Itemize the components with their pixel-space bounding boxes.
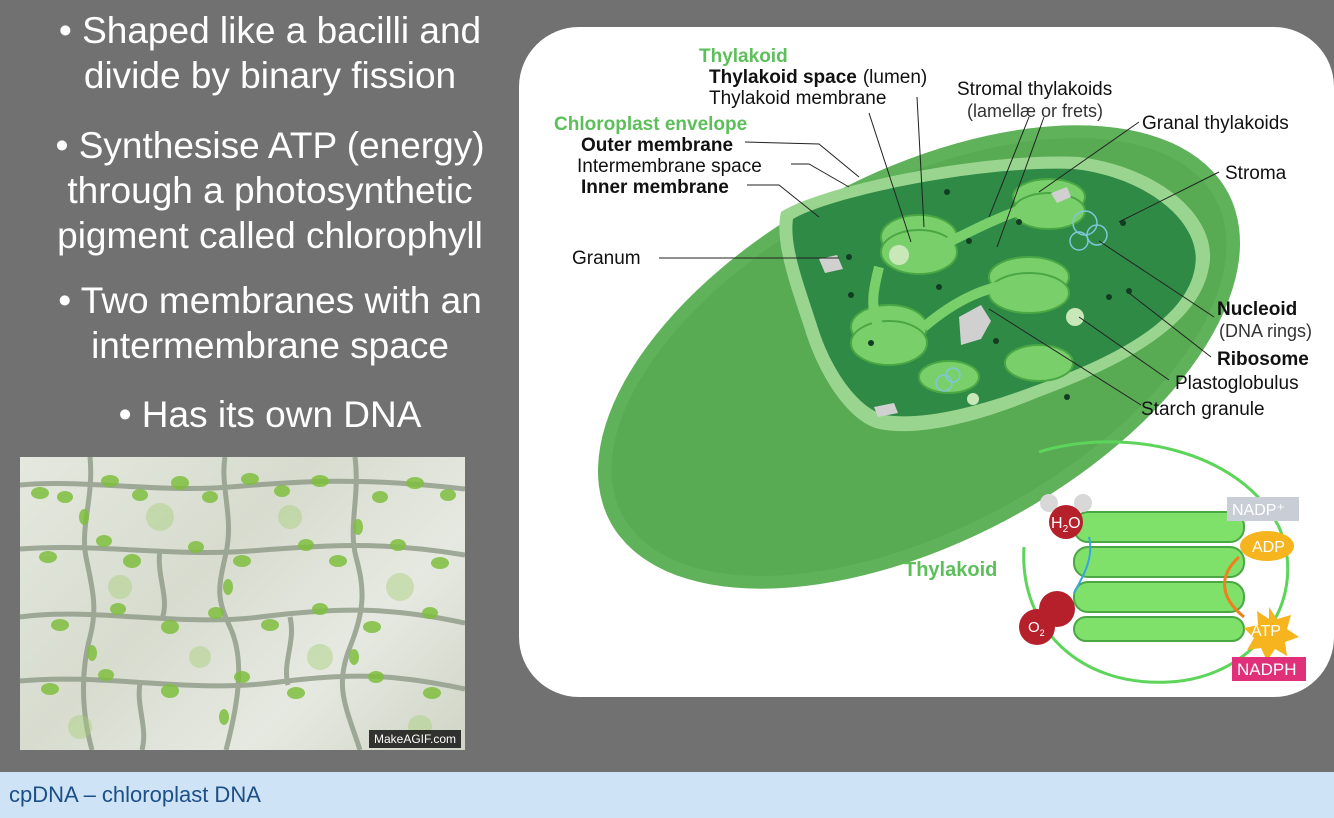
label-stromal-thylakoids-note: (lamellæ or frets) <box>967 101 1103 121</box>
label-nucleoid-note: (DNA rings) <box>1219 321 1312 341</box>
ribosomes <box>846 189 1132 400</box>
o2-molecule-front <box>1019 609 1055 645</box>
h2o-label-o: O <box>1068 515 1080 532</box>
inset-thylakoid-stack <box>1073 511 1245 642</box>
stromal-lamellae <box>868 202 1031 331</box>
adp-label: ADP <box>1252 539 1285 556</box>
label-thylakoid-membrane: Thylakoid membrane <box>709 88 886 109</box>
inset-thylakoid-title: Thylakoid <box>904 559 997 581</box>
label-chloroplast-envelope: Chloroplast envelope <box>554 114 747 135</box>
label-thylakoid-space: Thylakoid space (lumen) <box>709 67 927 88</box>
proton-flow-arrow <box>1223 555 1245 619</box>
bullet-line: • Synthesise ATP (energy) <box>55 125 485 166</box>
bullet-line: • Has its own DNA <box>118 394 422 435</box>
label-granum: Granum <box>572 248 641 269</box>
chloroplast-diagram: Thylakoid Thylakoid space (lumen) Thylako… <box>519 27 1334 697</box>
adp-badge <box>1240 531 1294 561</box>
atp-burst <box>1244 607 1299 661</box>
bullet-own-dna: • Has its own DNA <box>10 392 530 437</box>
bullet-line: pigment called chlorophyll <box>57 215 483 256</box>
h2o-label: H2O <box>1051 515 1081 535</box>
label-thylakoid-space-bold: Thylakoid space <box>709 67 857 88</box>
bullet-line: • Shaped like a bacilli and <box>58 10 482 51</box>
label-thylakoid-space-note: (lumen) <box>863 67 927 88</box>
bullet-line: divide by binary fission <box>83 55 457 96</box>
bullet-atp-synthesis: • Synthesise ATP (energy) through a phot… <box>10 123 530 258</box>
label-granal-thylakoids: Granal thylakoids <box>1142 113 1289 134</box>
thylakoid-inset: Thylakoid H2O O2 NADP⁺ ADP ATP NADPH <box>904 440 1306 684</box>
nadph-label: NADPH <box>1237 660 1297 679</box>
leader-lines <box>659 96 1220 406</box>
o2-label-sub: 2 <box>1040 628 1045 638</box>
bullet-shape-division: • Shaped like a bacilli and divide by bi… <box>10 8 530 98</box>
gif-credit-badge: MakeAGIF.com <box>368 730 461 748</box>
label-plastoglobulus: Plastoglobulus <box>1175 373 1299 394</box>
nucleoid-dna <box>935 210 1108 392</box>
o2-label-o: O <box>1028 619 1040 636</box>
h2o-hydrogen-right <box>1074 494 1092 512</box>
electron-flow-arrow <box>1073 536 1092 594</box>
nadp-plus-badge <box>1227 497 1299 521</box>
caption-text: cpDNA – chloroplast DNA <box>9 782 261 807</box>
label-ribosome: Ribosome <box>1217 349 1309 370</box>
nadp-plus-label: NADP⁺ <box>1232 502 1285 519</box>
label-nucleoid: Nucleoid <box>1217 299 1297 320</box>
bullet-membranes: • Two membranes with an intermembrane sp… <box>10 278 530 368</box>
micrograph-cells <box>20 457 465 750</box>
chloroplast-diagram-svg: Thylakoid Thylakoid space (lumen) Thylako… <box>554 46 1312 684</box>
label-inner-membrane: Inner membrane <box>581 177 729 198</box>
h2o-label-h: H <box>1051 515 1063 532</box>
h2o-molecule <box>1049 505 1083 539</box>
label-thylakoid: Thylakoid <box>699 46 788 67</box>
atp-label: ATP <box>1251 623 1281 640</box>
bullet-line: intermembrane space <box>91 325 449 366</box>
nadph-badge <box>1232 657 1306 681</box>
plastoglobuli <box>889 245 1084 405</box>
caption-bar: cpDNA – chloroplast DNA <box>0 772 1334 818</box>
label-stroma: Stroma <box>1225 163 1287 184</box>
starch-granules <box>819 187 1071 417</box>
label-intermembrane-space: Intermembrane space <box>577 156 762 177</box>
label-stromal-thylakoids: Stromal thylakoids <box>957 79 1112 100</box>
chloroplast-micrograph: MakeAGIF.com <box>20 457 465 750</box>
h2o-hydrogen-left <box>1040 494 1058 512</box>
label-starch-granule: Starch granule <box>1141 399 1265 420</box>
h2o-label-sub: 2 <box>1063 524 1069 535</box>
label-outer-membrane: Outer membrane <box>581 135 733 156</box>
bullet-line: • Two membranes with an <box>58 280 482 321</box>
o2-label: O2 <box>1028 619 1045 638</box>
bullet-line: through a photosynthetic <box>67 170 473 211</box>
